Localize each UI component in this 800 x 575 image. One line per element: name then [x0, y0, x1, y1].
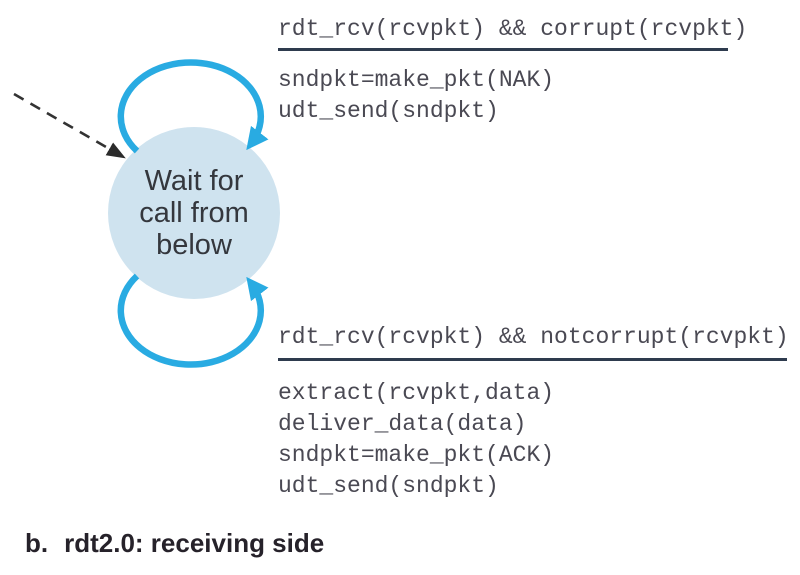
state-label-line: call from [139, 197, 249, 229]
transition-rule-line [278, 48, 728, 51]
transition-rule-line [278, 358, 787, 361]
state-wait-for-call-from-below: Wait for call from below [108, 127, 280, 299]
action-line: udt_send(sndpkt) [278, 473, 499, 499]
action-line: sndpkt=make_pkt(ACK) [278, 442, 555, 468]
transition-event: rdt_rcv(rcvpkt) && corrupt(rcvpkt) [278, 16, 748, 42]
action-line: deliver_data(data) [278, 411, 527, 437]
caption-text: rdt2.0: receiving side [64, 528, 325, 558]
state-label-line: below [156, 229, 232, 261]
transition-corrupt: rdt_rcv(rcvpkt) && corrupt(rcvpkt) sndpk… [278, 14, 747, 127]
transition-event: rdt_rcv(rcvpkt) && notcorrupt(rcvpkt) [278, 324, 789, 350]
action-line: extract(rcvpkt,data) [278, 380, 555, 406]
action-line: udt_send(sndpkt) [278, 98, 499, 124]
action-line: sndpkt=make_pkt(NAK) [278, 67, 555, 93]
figure-caption: b. rdt2.0: receiving side [25, 528, 324, 558]
initial-state-arrow [13, 92, 126, 159]
transition-actions: sndpkt=make_pkt(NAK) udt_send(sndpkt) [278, 51, 747, 127]
transition-actions: extract(rcvpkt,data) deliver_data(data) … [278, 361, 789, 502]
transition-notcorrupt: rdt_rcv(rcvpkt) && notcorrupt(rcvpkt) ex… [278, 322, 789, 502]
state-label-line: Wait for [144, 165, 244, 197]
caption-index: b. [25, 528, 49, 558]
